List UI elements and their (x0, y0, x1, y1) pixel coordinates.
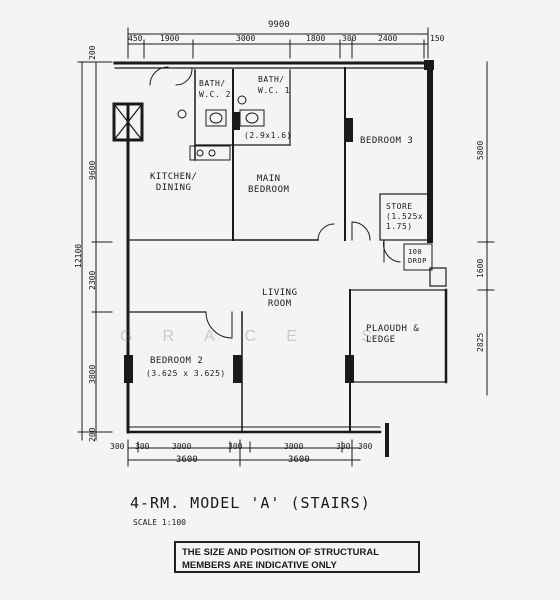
dim-bottom-seg-3: 3000 (172, 442, 192, 451)
dim-bottom-seg-6: 300 (336, 442, 351, 451)
label-kitchen-dining: KITCHEN/ DINING (150, 172, 198, 193)
plan-title: 4-RM. MODEL 'A' (STAIRS) (130, 494, 371, 512)
dim-top-seg-5: 300 (342, 34, 357, 43)
dim-bottom-seg-4: 300 (228, 442, 243, 451)
dim-top-seg-2: 1900 (160, 34, 180, 43)
structural-note: THE SIZE AND POSITION OF STRUCTURAL MEMB… (174, 541, 420, 573)
dim-right-lower: 2825 (476, 332, 485, 352)
label-dry: 100 DROP (408, 248, 427, 265)
dim-left-lower: 3800 (88, 364, 97, 384)
stair-core (112, 102, 144, 142)
label-bath-1: BATH/ W.C. 1 (258, 75, 290, 95)
label-living-room: LIVING ROOM (262, 288, 298, 309)
label-bedroom-3: BEDROOM 3 (360, 136, 414, 146)
dim-left-upper: 9600 (88, 160, 97, 180)
dim-right-upper: 5800 (476, 140, 485, 160)
dim-top-seg-6: 2400 (378, 34, 398, 43)
dim-bottom-seg-1: 300 (110, 442, 125, 451)
store-room (379, 193, 431, 241)
dim-bottom-total-2: 3600 (288, 455, 310, 465)
dim-left-mid: 2300 (88, 270, 97, 290)
dim-bottom-seg-2: 300 (135, 442, 150, 451)
dim-top-overall: 9900 (268, 20, 290, 30)
dim-bottom-seg-7: 300 (358, 442, 373, 451)
dim-top-seg-3: 3000 (236, 34, 256, 43)
label-planter-ledge: PLAOUDH & LEDGE (366, 324, 420, 345)
label-main-bedroom: MAIN BEDROOM (248, 174, 290, 195)
label-bedroom-2: BEDROOM 2 (150, 356, 204, 366)
dim-bottom-total-1: 3600 (176, 455, 198, 465)
plan-scale: SCALE 1:100 (133, 518, 186, 527)
dim-left-tiny-bottom: 200 (88, 427, 97, 442)
dim-top-seg-1: 450 (128, 34, 143, 43)
dim-left-tiny: 200 (88, 45, 97, 60)
dim-left-overall: 12100 (74, 243, 83, 268)
watermark: GRACE S (120, 328, 403, 345)
label-bedroom-2-size: (3.625 x 3.625) (146, 369, 226, 378)
dim-bottom-seg-5: 3000 (284, 442, 304, 451)
dim-top-seg-7: 150 (430, 34, 445, 43)
label-bath-2: BATH/ W.C. 2 (199, 79, 231, 99)
dim-top-seg-4: 1800 (306, 34, 326, 43)
label-store: STORE (1.525x 1.75) (386, 202, 424, 231)
dim-right-mid: 1600 (476, 258, 485, 278)
label-bath-1-size: (2.9x1.6) (244, 131, 292, 140)
